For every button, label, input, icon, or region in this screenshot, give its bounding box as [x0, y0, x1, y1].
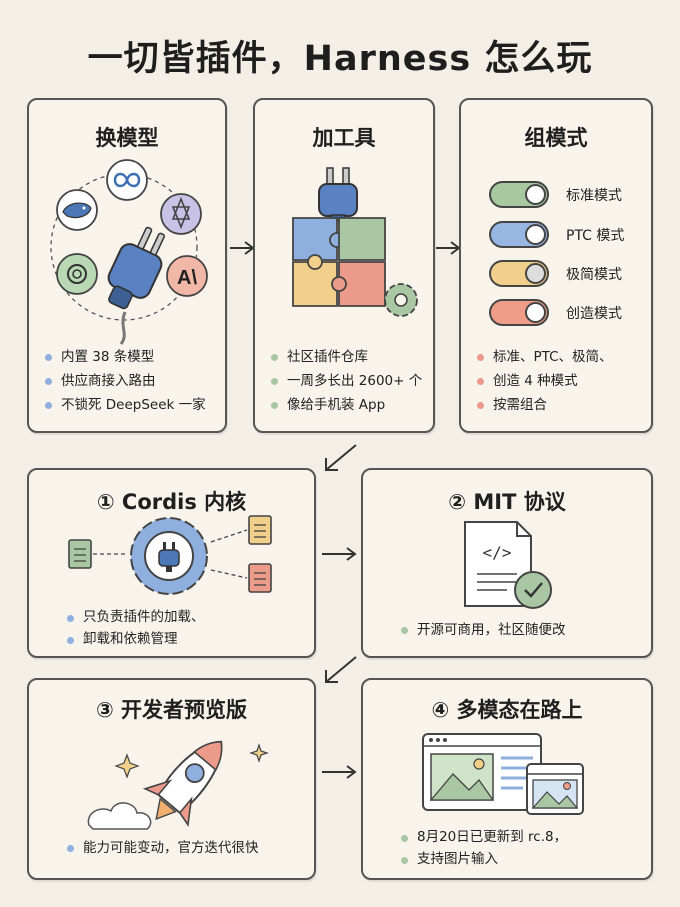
sparkle-icon: [249, 743, 269, 763]
arrow-right-icon: [322, 547, 357, 561]
page-title: 一切皆插件，Harness 怎么玩: [87, 39, 593, 79]
list-item: 像给手机装 App: [269, 393, 422, 417]
card-tools-title: 加工具: [312, 126, 376, 150]
star-badge-icon: [160, 193, 202, 235]
document-icon: [248, 563, 272, 593]
card-tools-bullets: 社区插件仓库 一周多长出 2600+ 个 像给手机装 App: [269, 345, 422, 417]
code-license-illustration: </>: [464, 521, 552, 609]
openai-icon: [56, 253, 98, 295]
list-item: 卸载和依赖管理: [65, 628, 205, 650]
card-modes: 组模式 标准模式 PTC 模式 极简模式 创造模式 标准、PTC、极简、 创造 …: [459, 98, 653, 433]
list-item: 按需组合: [475, 393, 613, 417]
card-modes-bullets: 标准、PTC、极简、 创造 4 种模式 按需组合: [475, 345, 613, 417]
plug-icon: [318, 167, 358, 222]
model-hub-illustration: A\: [50, 159, 208, 345]
toggle-label: PTC 模式: [566, 227, 625, 244]
card-multimodal: ④ 多模态在路上 8月20日已更新到 rc.8， 支持图片输入: [361, 678, 653, 880]
card-multimodal-bullets: 8月20日已更新到 rc.8， 支持图片输入: [399, 826, 567, 870]
document-icon: [248, 515, 272, 545]
card-models-title: 换模型: [95, 126, 159, 150]
card-tools: 加工具 社区插件仓库 一周多长出: [253, 98, 435, 433]
toggle-knob: [525, 224, 546, 245]
list-item: 社区插件仓库: [269, 345, 422, 369]
mode-toggle-creative[interactable]: 创造模式: [489, 299, 622, 326]
arrow-right-icon: [230, 241, 255, 255]
card-cordis-bullets: 只负责插件的加载、 卸载和依赖管理: [65, 606, 205, 650]
list-item: 供应商接入路由: [43, 369, 206, 393]
svg-text:</>: </>: [483, 543, 512, 562]
image-input-illustration: [422, 733, 584, 815]
card-preview: ③ 开发者预览版 能力可能变动，官方迭代很快: [27, 678, 316, 880]
deepseek-whale-icon: [56, 189, 98, 231]
toggle-switch[interactable]: [489, 221, 549, 248]
toggle-switch[interactable]: [489, 299, 549, 326]
toggle-knob: [525, 302, 546, 323]
card-modes-title: 组模式: [524, 126, 588, 150]
list-item: 内置 38 条模型: [43, 345, 206, 369]
card-mit-bullets: 开源可商用，社区随便改: [399, 618, 566, 642]
arrow-right-icon: [322, 765, 357, 779]
mode-toggle-standard[interactable]: 标准模式: [489, 181, 622, 208]
card-models-bullets: 内置 38 条模型 供应商接入路由 不锁死 DeepSeek 一家: [43, 345, 206, 417]
puzzle-piece-blue: [292, 217, 345, 261]
anthropic-icon-text: A\: [177, 267, 197, 289]
mode-toggle-minimal[interactable]: 极简模式: [489, 260, 622, 287]
arrow-down-left-icon: [325, 656, 357, 683]
toggle-switch[interactable]: [489, 181, 549, 208]
document-icon: [68, 539, 92, 569]
anthropic-icon: A\: [166, 255, 208, 297]
toggle-label: 创造模式: [566, 305, 622, 322]
toggle-knob: [525, 184, 546, 205]
card-mit: ② MIT 协议 </> 开源可商用，社区随便改: [361, 468, 653, 658]
mode-toggle-ptc[interactable]: PTC 模式: [489, 221, 624, 248]
meta-icon: [106, 159, 148, 201]
puzzle-plugin-illustration: [292, 167, 418, 317]
list-item: 不锁死 DeepSeek 一家: [43, 393, 206, 417]
card-preview-bullets: 能力可能变动，官方迭代很快: [65, 836, 259, 860]
gear-icon: [384, 283, 418, 317]
puzzle-piece-red: [331, 261, 386, 307]
list-item: 能力可能变动，官方迭代很快: [65, 836, 259, 860]
puzzle-piece-yellow: [292, 254, 338, 307]
card-models: 换模型 A\: [27, 98, 227, 433]
card-multimodal-title: ④ 多模态在路上: [431, 698, 583, 722]
gear-icon: [130, 517, 208, 595]
cordis-core-illustration: [68, 515, 272, 595]
sparkle-icon: [114, 753, 140, 779]
toggle-label: 标准模式: [566, 187, 622, 204]
puzzle-piece-green: [338, 217, 386, 261]
arrow-down-left-icon: [325, 444, 357, 471]
rocket-illustration: [87, 740, 269, 830]
list-item: 支持图片输入: [399, 848, 567, 870]
list-item: 8月20日已更新到 rc.8，: [399, 826, 567, 848]
list-item: 开源可商用，社区随便改: [399, 618, 566, 642]
card-mit-title: ② MIT 协议: [448, 490, 566, 514]
browser-window-icon: [422, 733, 542, 811]
toggle-label: 极简模式: [566, 266, 622, 283]
code-file-icon: </>: [464, 521, 532, 607]
arrow-right-icon: [436, 241, 461, 255]
toggle-knob: [525, 263, 546, 284]
rocket-icon: [142, 740, 223, 828]
plug-icon: [107, 226, 165, 345]
card-cordis-title: ① Cordis 内核: [96, 490, 247, 514]
check-badge-icon: [514, 571, 552, 609]
card-cordis: ① Cordis 内核: [27, 468, 316, 658]
cloud-icon: [87, 802, 152, 830]
list-item: 只负责插件的加载、: [65, 606, 205, 628]
toggle-switch[interactable]: [489, 260, 549, 287]
card-preview-title: ③ 开发者预览版: [95, 698, 248, 722]
list-item: 一周多长出 2600+ 个: [269, 369, 422, 393]
image-card-icon: [526, 763, 584, 815]
list-item: 标准、PTC、极简、: [475, 345, 613, 369]
list-item: 创造 4 种模式: [475, 369, 613, 393]
